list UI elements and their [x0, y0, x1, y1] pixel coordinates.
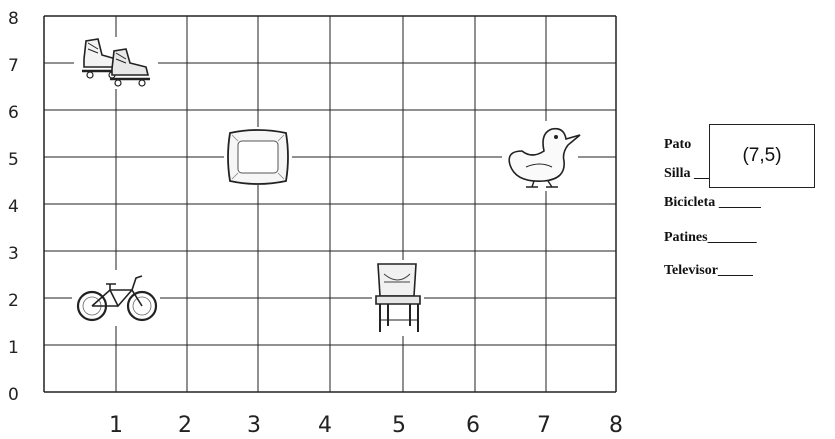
x-tick-label: 7 [537, 413, 551, 438]
y-tick-label: 2 [8, 291, 19, 311]
x-tick-label: 4 [318, 413, 332, 438]
x-tick-label: 8 [609, 413, 623, 438]
television-icon [224, 127, 292, 185]
x-tick-label: 1 [109, 413, 123, 438]
chair-icon [372, 260, 424, 336]
row-label: Pato [664, 137, 691, 152]
y-axis-ticks: 0 1 2 3 4 5 6 7 8 [8, 9, 19, 405]
x-tick-label: 5 [392, 413, 406, 438]
y-tick-label: 5 [8, 150, 19, 170]
y-tick-label: 0 [8, 385, 19, 405]
x-tick-label: 3 [247, 413, 261, 438]
worksheet-row-pato: Pato [664, 137, 691, 153]
skates-icon [74, 37, 158, 89]
answer-blank: _______ [708, 230, 757, 245]
x-tick-label: 2 [178, 413, 192, 438]
answer-text: (7,5) [742, 145, 781, 167]
duck-icon [502, 121, 580, 191]
answer-blank: _____ [718, 263, 753, 278]
y-tick-label: 6 [8, 103, 19, 123]
row-label: Bicicleta [664, 195, 715, 210]
row-label: Patines [664, 230, 708, 245]
y-tick-label: 3 [8, 244, 19, 264]
x-axis-ticks: 1 2 3 4 5 6 7 8 [109, 413, 623, 438]
row-label: Silla [664, 166, 690, 181]
answer-blank: ______ [715, 195, 761, 210]
x-tick-label: 6 [466, 413, 480, 438]
worksheet-row-patines: Patines_______ [664, 230, 757, 246]
y-tick-label: 7 [8, 56, 19, 76]
bicycle-icon [72, 270, 160, 326]
answer-box[interactable]: (7,5) [709, 124, 815, 188]
y-tick-label: 1 [8, 338, 19, 358]
worksheet-row-bicicleta: Bicicleta ______ [664, 195, 761, 211]
worksheet-row-televisor: Televisor_____ [664, 263, 753, 279]
y-tick-label: 8 [8, 9, 19, 29]
row-label: Televisor [664, 263, 718, 278]
y-tick-label: 4 [8, 197, 19, 217]
